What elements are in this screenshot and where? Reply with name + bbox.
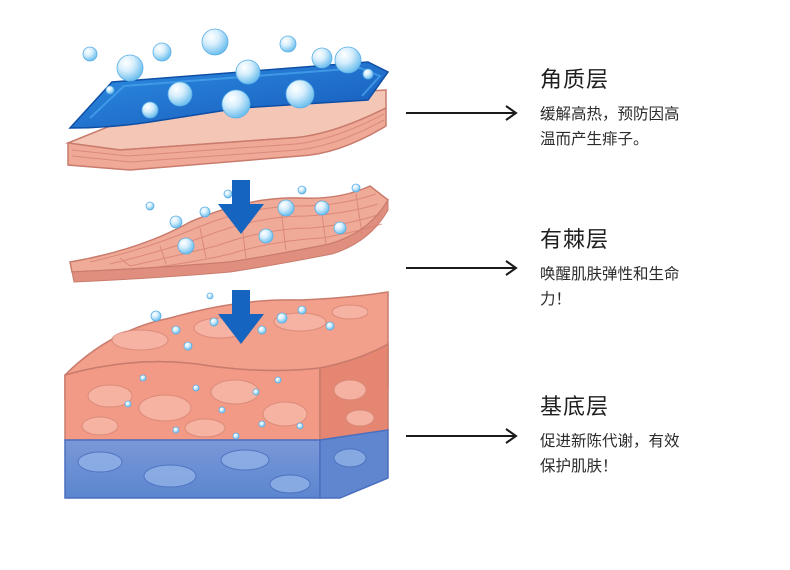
layer-description: 促进新陈代谢，有效 保护肌肤！ (540, 432, 680, 475)
layer-description: 缓解高热，预防因高 温而产生痱子。 (540, 105, 680, 148)
layer-title: 有棘层 (540, 228, 610, 253)
stratum-spinosum-layer (69, 185, 389, 283)
layer-title: 基底层 (540, 395, 610, 420)
stratum-basale-layer (64, 291, 389, 499)
stratum-corneum-layer (65, 61, 390, 171)
label-stratum-spinosum: 有棘层 唤醒肌肤弹性和生命 力！ (540, 226, 760, 312)
water-droplets (82, 28, 374, 440)
pointer-arrow-1 (406, 105, 518, 121)
layer-title: 角质层 (540, 68, 610, 93)
layer-description: 唤醒肌肤弹性和生命 力！ (540, 265, 680, 308)
down-arrow-1 (218, 180, 264, 234)
pointer-arrow-2 (406, 260, 518, 276)
label-stratum-corneum: 角质层 缓解高热，预防因高 温而产生痱子。 (540, 66, 760, 152)
label-stratum-basale: 基底层 促进新陈代谢，有效 保护肌肤！ (540, 393, 760, 479)
down-arrow-2 (218, 290, 264, 344)
pointer-arrow-3 (406, 428, 518, 444)
